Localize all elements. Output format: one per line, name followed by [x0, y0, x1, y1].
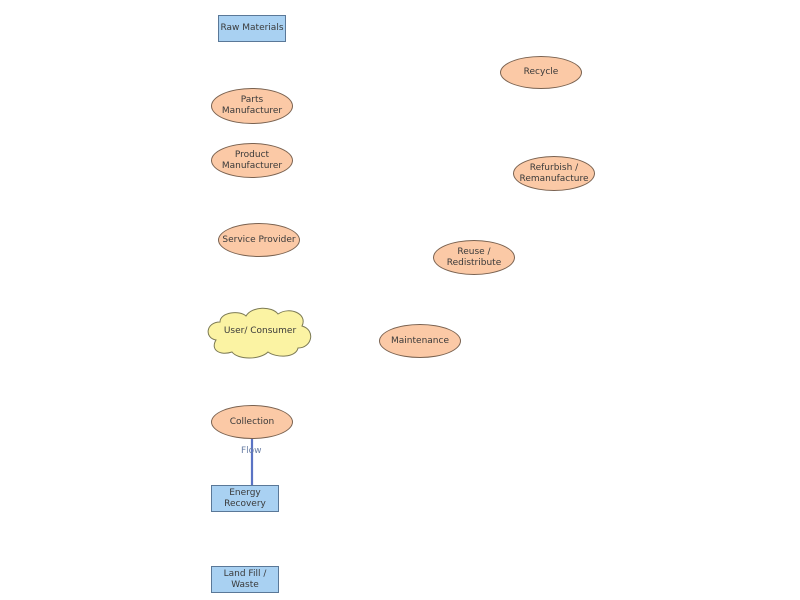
user-consumer-node[interactable]: User/ Consumer — [210, 320, 310, 342]
user-consumer-cloud[interactable] — [207, 307, 312, 359]
recycle-node[interactable]: Recycle — [500, 56, 582, 89]
landfill-waste-label: Land Fill / Waste — [223, 568, 267, 590]
recycle-label: Recycle — [523, 67, 559, 77]
energy-recovery-node[interactable]: Energy Recovery — [211, 485, 279, 512]
refurbish-remanufacture-node[interactable]: Refurbish / Remanufacture — [513, 156, 595, 191]
service-provider-node[interactable]: Service Provider — [218, 223, 300, 257]
service-provider-label: Service Provider — [222, 234, 296, 245]
energy-recovery-label: Energy Recovery — [224, 487, 266, 509]
raw-materials-node[interactable]: Raw Materials — [218, 15, 286, 42]
user-consumer-label: User/ Consumer — [223, 326, 297, 336]
landfill-waste-node[interactable]: Land Fill / Waste — [211, 566, 279, 593]
parts-manufacturer-node[interactable]: Parts Manufacturer — [211, 88, 293, 124]
product-manufacturer-label: Product Manufacturer — [221, 149, 283, 171]
maintenance-label: Maintenance — [391, 335, 449, 346]
maintenance-node[interactable]: Maintenance — [379, 324, 461, 358]
reuse-label: Reuse / Redistribute — [446, 246, 502, 268]
refurbish-label: Refurbish / Remanufacture — [519, 162, 589, 184]
reuse-redistribute-node[interactable]: Reuse / Redistribute — [433, 240, 515, 275]
flow-edge-label: Flow — [241, 446, 262, 456]
collection-node[interactable]: Collection — [211, 405, 293, 439]
collection-label: Collection — [229, 416, 275, 427]
raw-materials-label: Raw Materials — [220, 23, 284, 33]
parts-manufacturer-label: Parts Manufacturer — [221, 95, 283, 116]
product-manufacturer-node[interactable]: Product Manufacturer — [211, 143, 293, 178]
